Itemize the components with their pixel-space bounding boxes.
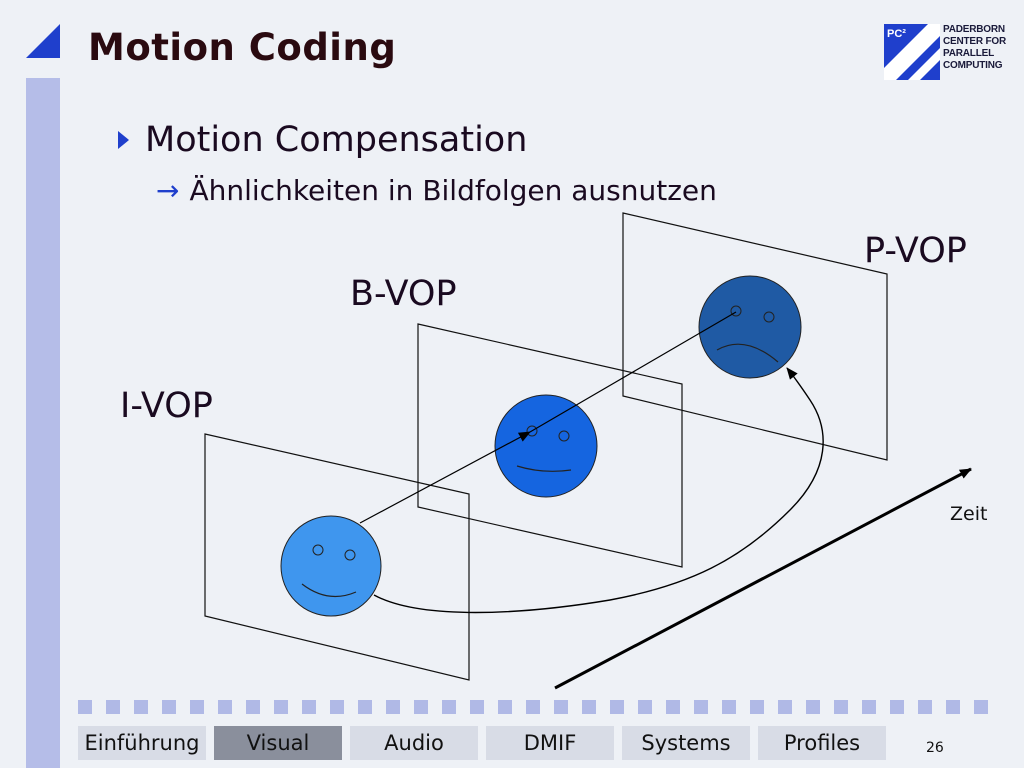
tab-systems[interactable]: Systems: [622, 726, 750, 760]
divider-dot: [134, 700, 148, 714]
divider-dot: [890, 700, 904, 714]
logo-line: PARALLEL: [943, 48, 994, 59]
i-vop-label: I-VOP: [120, 386, 213, 426]
b-vop-label: B-VOP: [350, 274, 457, 314]
divider-dot: [442, 700, 456, 714]
b-vop-face: [494, 394, 598, 498]
divider-dot: [694, 700, 708, 714]
divider-dot: [386, 700, 400, 714]
time-axis-label: Zeit: [950, 503, 988, 525]
bullet-sub: → Ähnlichkeiten in Bildfolgen ausnutzen: [156, 174, 717, 207]
divider-dot: [358, 700, 372, 714]
tab-visual[interactable]: Visual: [214, 726, 342, 760]
bullet-triangle-icon: [118, 131, 129, 149]
divider-dot: [498, 700, 512, 714]
motion-vector-b-to-p: [529, 311, 737, 433]
bullet-main: Motion Compensation: [118, 120, 527, 160]
divider-dot: [162, 700, 176, 714]
page-number: 26: [926, 740, 944, 756]
divider-dot: [526, 700, 540, 714]
divider-dot: [834, 700, 848, 714]
slide-title: Motion Coding: [88, 26, 397, 69]
divider-dot: [190, 700, 204, 714]
divider-dot: [918, 700, 932, 714]
nav-bar: Einführung Visual Audio DMIF Systems Pro…: [78, 726, 886, 760]
divider-dot: [778, 700, 792, 714]
prediction-arrow-i-to-p: [373, 367, 824, 614]
divider-dot: [106, 700, 120, 714]
divider-dot: [470, 700, 484, 714]
p-vop-label: P-VOP: [864, 231, 967, 271]
divider-dot: [246, 700, 260, 714]
divider-dot: [806, 700, 820, 714]
logo-text: PADERBORN CENTER FOR PARALLEL COMPUTING: [943, 24, 1006, 72]
tab-einfuehrung[interactable]: Einführung: [78, 726, 206, 760]
divider-dot: [274, 700, 288, 714]
motion-vector-i-to-b: [359, 431, 531, 524]
tab-dmif[interactable]: DMIF: [486, 726, 614, 760]
divider-dot: [302, 700, 316, 714]
logo-line: CENTER FOR: [943, 36, 1007, 47]
tab-audio[interactable]: Audio: [350, 726, 478, 760]
b-vop-frame: [417, 323, 683, 568]
i-vop-face: [280, 515, 382, 617]
divider-dot: [330, 700, 344, 714]
bullet-sub-text: Ähnlichkeiten in Bildfolgen ausnutzen: [189, 174, 717, 207]
logo-line: COMPUTING: [943, 60, 1003, 71]
p-vop-frame: [622, 212, 888, 461]
i-vop-frame: [204, 433, 470, 681]
right-arrow-icon: →: [156, 174, 180, 207]
divider-dot: [414, 700, 428, 714]
logo-badge: PC²: [887, 28, 906, 40]
logo-line: PADERBORN: [943, 24, 1005, 35]
divider-dot: [862, 700, 876, 714]
divider-dot: [946, 700, 960, 714]
divider-dot: [582, 700, 596, 714]
divider-dot: [750, 700, 764, 714]
divider-dot: [722, 700, 736, 714]
sidebar-bar: [26, 78, 60, 768]
divider-dot: [78, 700, 92, 714]
p-vop-face: [698, 275, 802, 379]
divider-dot: [554, 700, 568, 714]
divider-dot: [638, 700, 652, 714]
divider-dot: [666, 700, 680, 714]
corner-triangle-icon: [26, 24, 60, 58]
divider-dot: [974, 700, 988, 714]
tab-profiles[interactable]: Profiles: [758, 726, 886, 760]
divider-dot: [218, 700, 232, 714]
dot-divider: [78, 700, 998, 714]
pc2-logo: PC²: [884, 24, 940, 80]
divider-dot: [610, 700, 624, 714]
bullet-main-text: Motion Compensation: [145, 120, 528, 160]
time-axis-arrow: [554, 467, 972, 690]
